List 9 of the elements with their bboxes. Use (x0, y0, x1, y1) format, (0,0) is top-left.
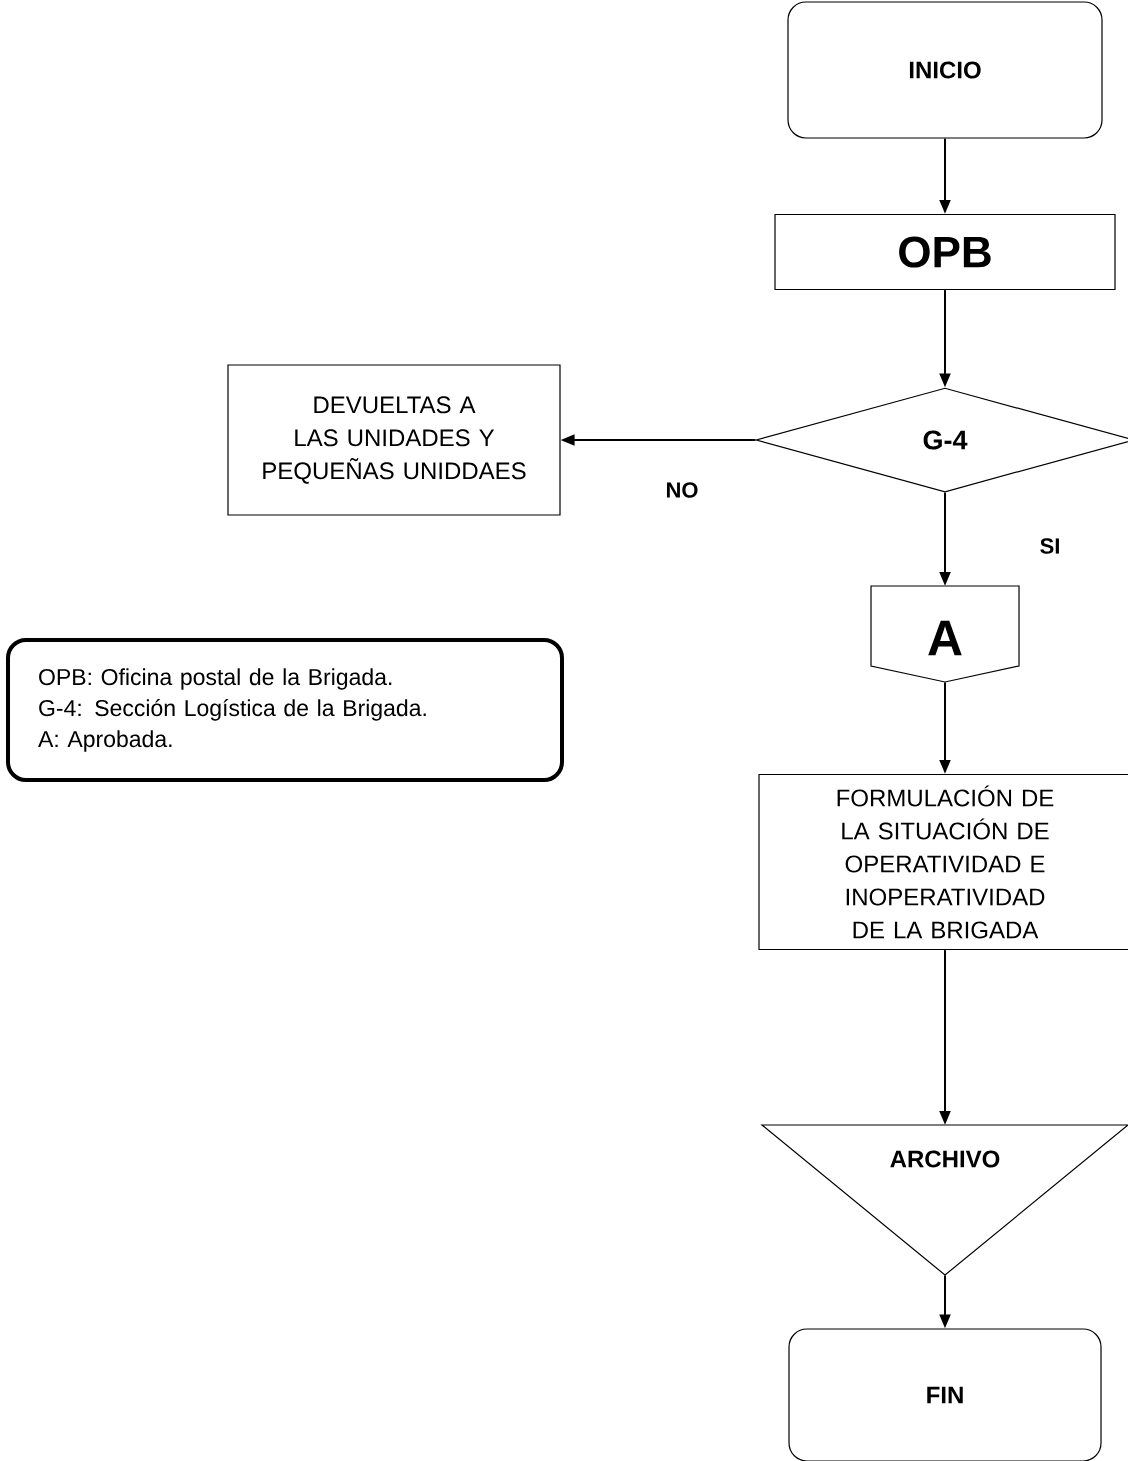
note-box: OPB: Oficina postal de la Brigada. G-4: Sección Logística de la Brigada. A: Aprobada. (6, 638, 564, 782)
edge-label: NO (663, 480, 701, 500)
terminal-box: INICIO (787, 1, 1103, 139)
process-box: DEVUELTAS A LAS UNIDADES Y PEQUEÑAS UNIDDAES (227, 364, 561, 516)
process-box: FORMULACIÓN DE LA SITUACIÓN DE OPERATIVIDAD E INOPERATIVIDAD DE LA BRIGADA (758, 773, 1128, 951)
terminal-box: FIN (788, 1328, 1102, 1461)
off-page-connector: A (870, 585, 1020, 683)
process-box: OPB (774, 213, 1116, 291)
edge-label: SI (1037, 536, 1063, 556)
